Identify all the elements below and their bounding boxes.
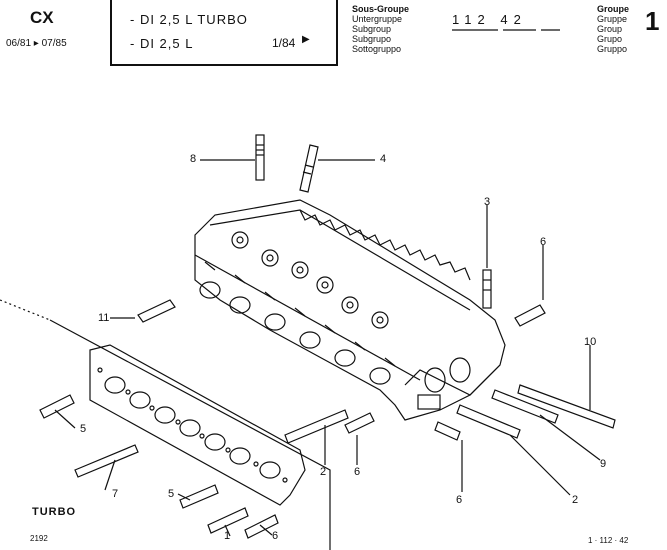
callout-label: 9 [600, 458, 607, 470]
head-gasket [89, 344, 306, 506]
subgroup-labels: Sous-Groupe Untergruppe Subgroup Subgrup… [352, 4, 409, 54]
bolt-5-bottom [179, 484, 219, 509]
stud-2-right [456, 404, 521, 439]
bolt-1 [207, 507, 249, 534]
group-label: Grupo [597, 34, 623, 44]
callout-label: 5 [80, 423, 87, 435]
cylinder-head [194, 199, 506, 421]
callout-label: 8 [190, 153, 197, 165]
model-name: CX [30, 8, 54, 27]
turbo-label: TURBO [32, 506, 77, 518]
page-ref: 1/84 [272, 36, 296, 50]
group-label: Group [597, 24, 623, 34]
bolt-11 [137, 299, 176, 323]
figure-number: 2192 [30, 534, 48, 543]
callout-label: 10 [584, 336, 597, 348]
callout-label: 5 [168, 488, 175, 500]
group-label: Gruppe [597, 14, 628, 24]
subgroup-label: Sous-Groupe [352, 4, 410, 14]
stud-7 [74, 444, 139, 478]
bolt-6-center [344, 412, 375, 434]
stud-4 [299, 144, 319, 193]
stud-9 [491, 389, 559, 424]
stud-2-center [284, 409, 349, 444]
group-labels: Groupe Gruppe Group Grupo Gruppo [597, 4, 629, 54]
subgroup-label: Subgroup [352, 24, 392, 34]
stud-8 [255, 134, 265, 181]
subgroup-label: Untergruppe [352, 14, 403, 24]
subgroup-label: Subgrupo [352, 34, 392, 44]
date-range: 06/81 ▸ 07/85 [6, 38, 67, 49]
group-label: Groupe [597, 4, 630, 14]
callout-label: 1 [224, 530, 231, 542]
subgroup-code: 112 42 [452, 12, 527, 27]
callout-label: 6 [540, 236, 547, 248]
bolt-6-mid-right [434, 421, 461, 441]
callout-label: 3 [484, 196, 491, 208]
callout-label: 11 [98, 312, 110, 324]
page-arrow-icon: ▶ [302, 34, 310, 45]
stud-10 [517, 384, 616, 429]
callout-label: 2 [320, 466, 327, 478]
engine-box: - DI 2,5 L TURBO - DI 2,5 L 1/84 ▶ [110, 0, 338, 66]
callout-label: 6 [456, 494, 463, 506]
group-number: 1 [645, 6, 660, 36]
callout-label: 2 [572, 494, 579, 506]
subgroup-label: Sottogruppo [352, 44, 402, 54]
bolt-6-bottom [244, 514, 279, 539]
reference-code: 1 · 112 · 42 [588, 536, 629, 545]
group-label: Gruppo [597, 44, 628, 54]
header: CX 06/81 ▸ 07/85 - DI 2,5 L TURBO - DI 2… [0, 0, 667, 70]
engine-std: - DI 2,5 L [130, 36, 194, 51]
bolt-5-left [39, 394, 75, 419]
callout-label: 6 [272, 530, 279, 542]
callout-label: 4 [380, 153, 387, 165]
callout-label: 7 [112, 488, 119, 500]
stud-3 [482, 269, 492, 309]
engine-turbo: - DI 2,5 L TURBO [130, 12, 248, 27]
bolt-6-top [514, 304, 546, 327]
callout-label: 6 [354, 466, 361, 478]
